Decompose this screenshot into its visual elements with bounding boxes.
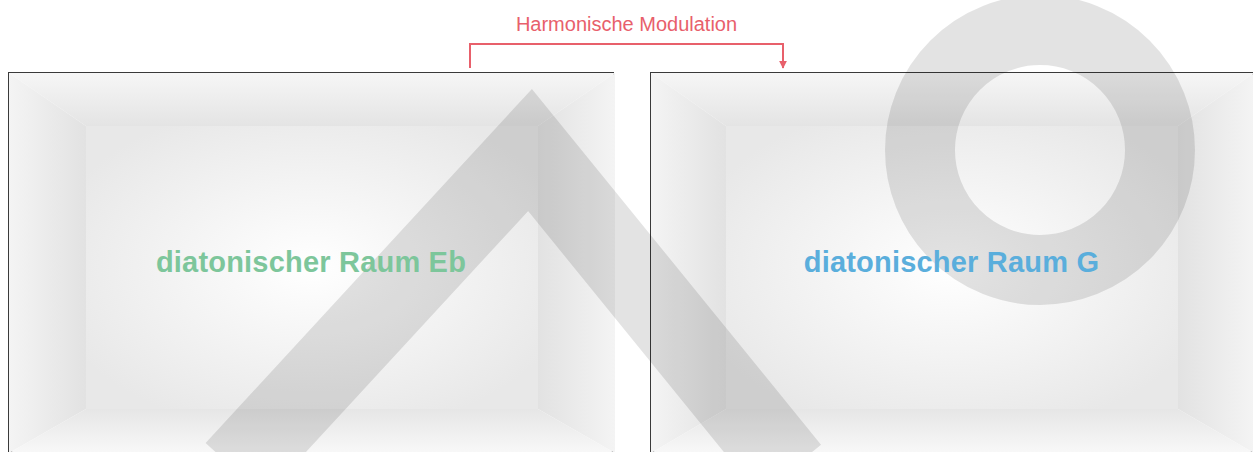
room-label: diatonischer Raum G	[804, 246, 1099, 279]
room-wall	[651, 409, 1253, 452]
room-label: diatonischer Raum Eb	[156, 246, 466, 279]
modulation-bracket	[470, 44, 783, 68]
room-wall	[9, 73, 86, 452]
room-back-wall	[726, 126, 1178, 409]
edge-label: Harmonische Modulation	[512, 13, 741, 36]
room-wall	[1178, 73, 1253, 452]
diatonic-room-box: diatonischer Raum Eb	[8, 72, 614, 452]
room-wall	[538, 73, 615, 452]
watermark-stroke	[235, 150, 790, 452]
room-wall	[651, 73, 1253, 126]
diatonic-room-box: diatonischer Raum G	[650, 72, 1253, 452]
room-wall	[9, 409, 615, 452]
room-wall	[9, 73, 615, 126]
watermark-ring	[920, 30, 1160, 270]
room-back-wall	[86, 126, 538, 409]
room-wall	[651, 73, 726, 452]
